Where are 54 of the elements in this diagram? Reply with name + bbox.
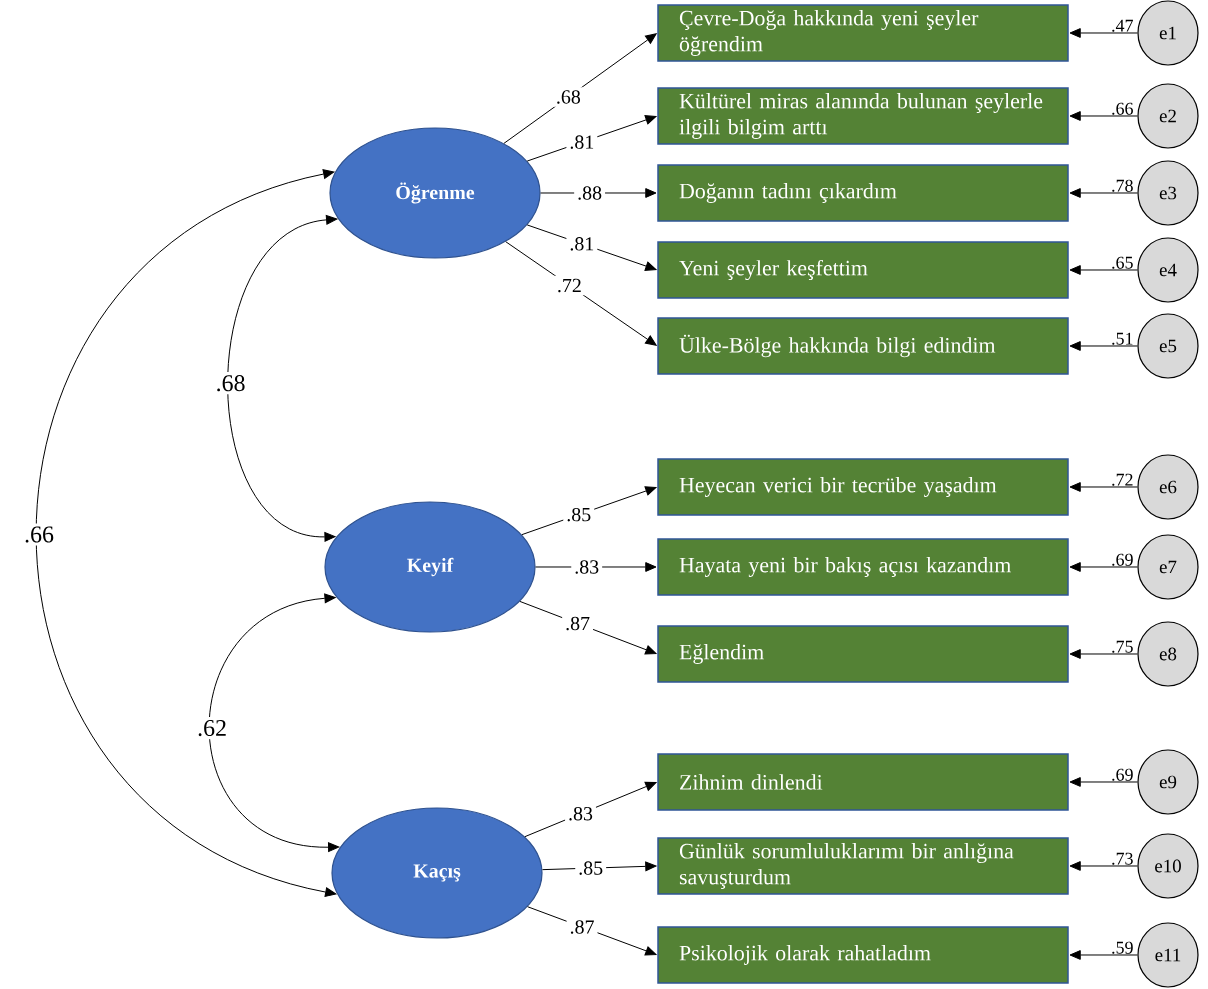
edge-label: .85	[575, 858, 607, 878]
edge-label: .83	[571, 557, 603, 577]
edge-label: .47	[1112, 19, 1133, 32]
indicator-box: Zihnim dinlendi	[657, 753, 1069, 811]
edge-label: .66	[21, 523, 57, 546]
arrow	[1069, 28, 1138, 38]
arrow	[519, 600, 657, 655]
edge-label: .78	[1112, 179, 1133, 192]
indicator-box: Günlük sorumluluklarımı bir anlığına savuşturdum	[657, 837, 1069, 895]
arrow	[227, 215, 338, 542]
edge-label: .72	[1112, 473, 1133, 486]
arrow	[527, 906, 657, 956]
arrow	[1069, 482, 1138, 492]
edge-label: .87	[566, 917, 598, 937]
edge-label: .87	[562, 613, 594, 634]
edge-label: .59	[1112, 941, 1133, 954]
edge-label: .73	[1112, 852, 1133, 865]
arrow	[208, 593, 340, 853]
indicator-box: Doğanın tadını çıkardım	[657, 164, 1069, 222]
arrow	[1069, 341, 1138, 351]
indicator-box: Psikolojik olarak rahatladım	[657, 926, 1069, 984]
arrow	[1069, 649, 1138, 659]
arrow	[1069, 950, 1138, 960]
edge-label: .62	[194, 716, 230, 740]
edge-label: .83	[565, 803, 596, 824]
indicator-box: Heyecan verici bir tecrübe yaşadım	[657, 458, 1069, 516]
arrow	[1069, 111, 1138, 121]
edge-label: .68	[212, 372, 249, 395]
edge-label: .66	[1112, 102, 1133, 115]
indicator-box: Çevre-Doğa hakkında yeni şeyler öğrendim	[657, 4, 1069, 62]
arrow	[1069, 777, 1138, 787]
edge-label: .75	[1112, 640, 1133, 653]
arrow	[503, 33, 657, 144]
arrow	[1069, 861, 1138, 871]
indicator-box: Eğlendim	[657, 625, 1069, 683]
arrow	[505, 241, 657, 346]
edge-label: .51	[1112, 332, 1133, 345]
arrow	[35, 169, 337, 897]
edge-label: .85	[563, 504, 595, 525]
arrow	[1069, 562, 1138, 572]
arrow	[1069, 265, 1138, 275]
edge-label: .69	[1112, 553, 1133, 566]
indicator-box: Hayata yeni bir bakış açısı kazandım	[657, 538, 1069, 596]
indicator-box: Ülke-Bölge hakkında bilgi edindim	[657, 317, 1069, 375]
edge-label: .81	[566, 234, 598, 254]
edge-label: .81	[566, 132, 598, 152]
indicator-box: Kültürel miras alanında bulunan şeylerle ilgili bilgim arttı	[657, 87, 1069, 145]
arrow	[1069, 188, 1138, 198]
edge-label: .69	[1112, 768, 1133, 781]
edge-label: .72	[553, 275, 585, 296]
edge-label: .65	[1112, 256, 1133, 269]
edge-label: .68	[552, 87, 584, 107]
indicator-box: Yeni şeyler keşfettim	[657, 241, 1069, 299]
edge-label: .88	[574, 183, 606, 203]
